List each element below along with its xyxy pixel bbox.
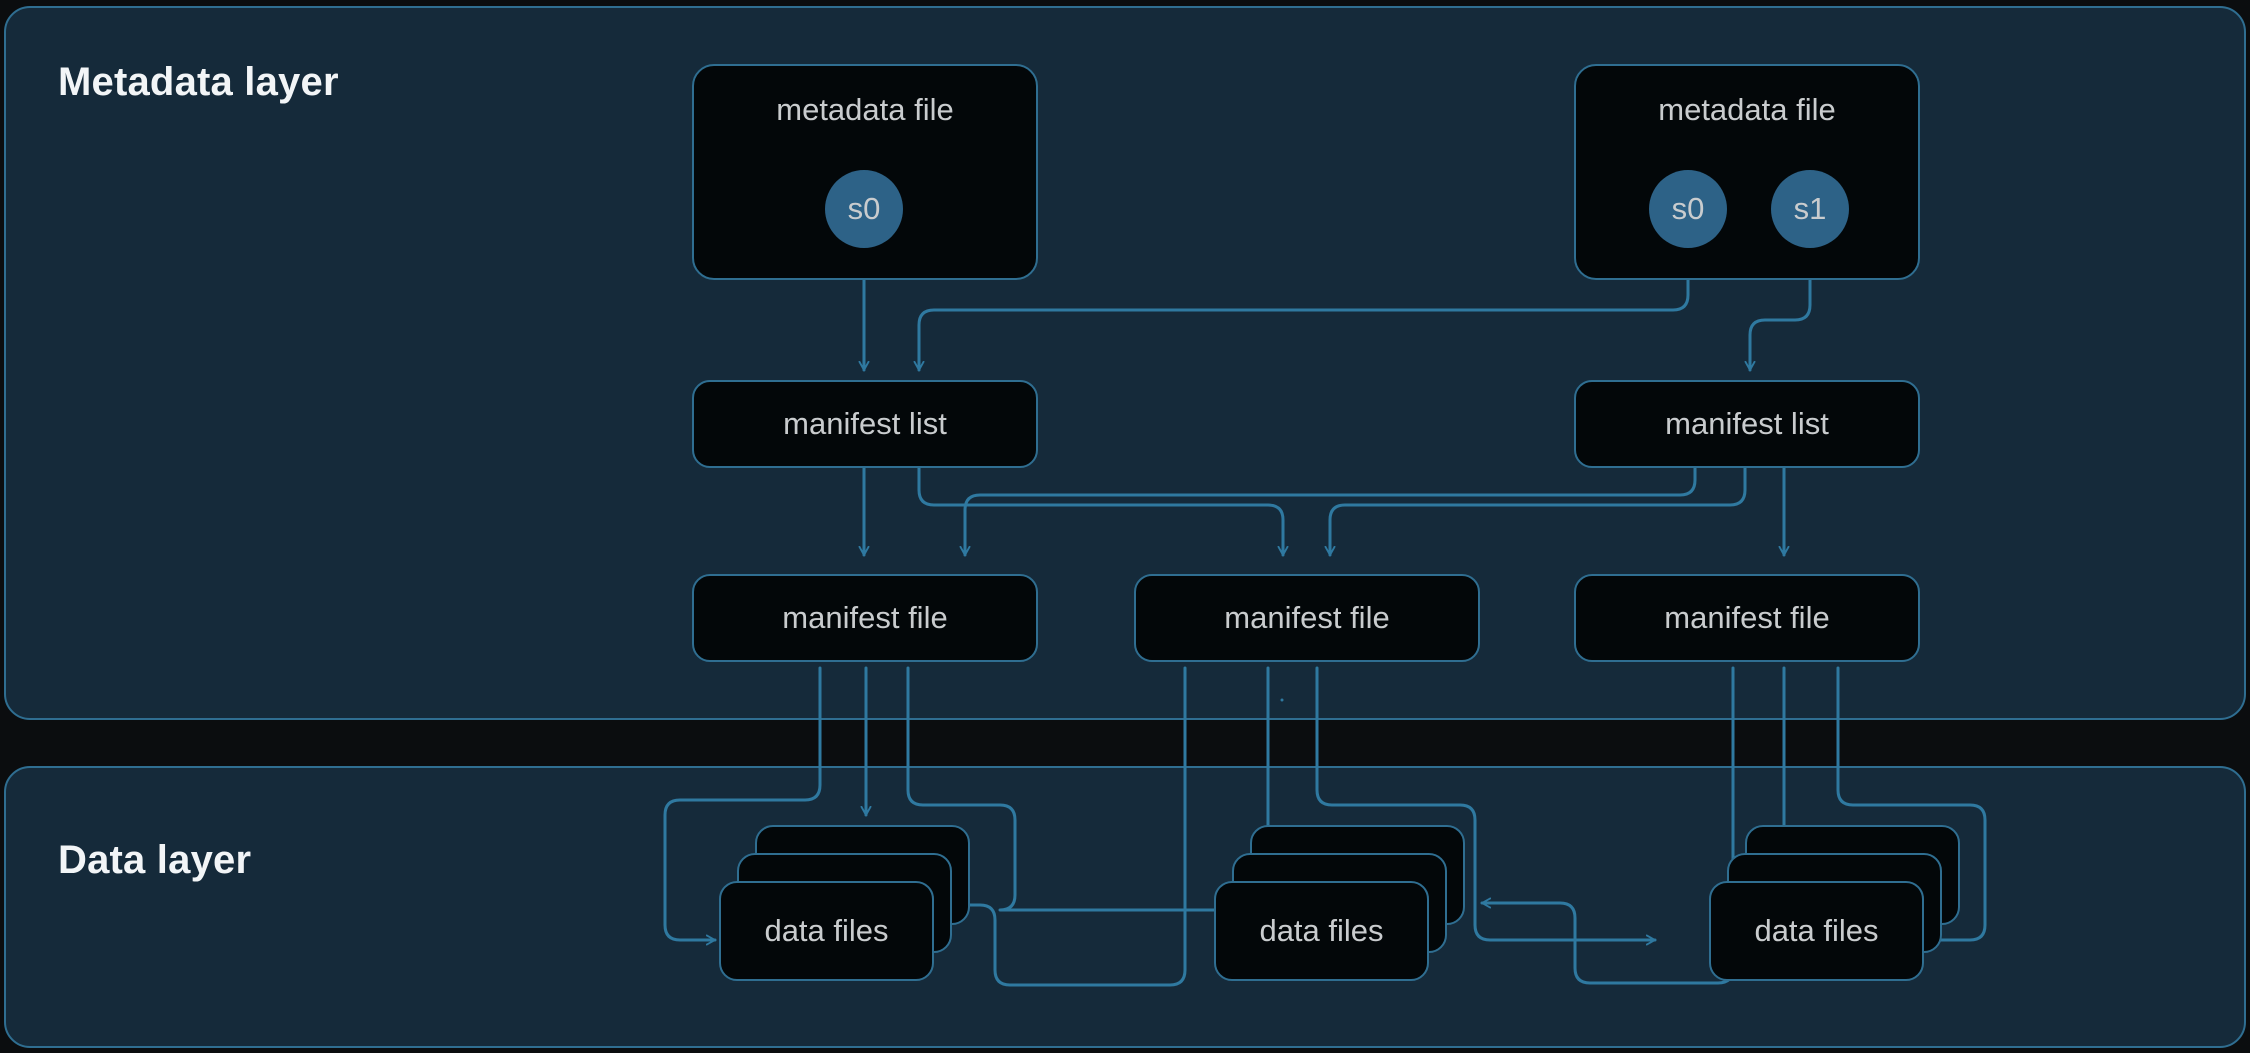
- manifest-list-left-label: manifest list: [783, 406, 947, 441]
- data-files-1-label: data files: [764, 913, 889, 948]
- manifest-file-3[interactable]: manifest file: [1574, 574, 1920, 662]
- data-files-stack-2[interactable]: data files: [1214, 825, 1465, 985]
- snapshot-s0-left[interactable]: s0: [825, 170, 903, 248]
- data-files-stack-3[interactable]: data files: [1709, 825, 1960, 985]
- snapshot-s0-left-label: s0: [847, 191, 881, 226]
- metadata-file-right[interactable]: metadata file: [1574, 64, 1920, 280]
- manifest-list-left[interactable]: manifest list: [692, 380, 1038, 468]
- data-files-2-label: data files: [1259, 913, 1384, 948]
- manifest-file-2-label: manifest file: [1224, 600, 1390, 635]
- snapshot-s0-right[interactable]: s0: [1649, 170, 1727, 248]
- data-files-sheet-front-3[interactable]: data files: [1709, 881, 1924, 981]
- metadata-layer-title: Metadata layer: [58, 60, 339, 104]
- manifest-file-1[interactable]: manifest file: [692, 574, 1038, 662]
- manifest-file-2[interactable]: manifest file: [1134, 574, 1480, 662]
- manifest-file-3-label: manifest file: [1664, 600, 1830, 635]
- manifest-file-1-label: manifest file: [782, 600, 948, 635]
- data-layer-title: Data layer: [58, 838, 252, 882]
- data-files-stack-1[interactable]: data files: [719, 825, 970, 985]
- snapshot-s1-right-label: s1: [1793, 191, 1827, 226]
- metadata-file-right-label: metadata file: [1658, 92, 1836, 127]
- metadata-file-left-label: metadata file: [776, 92, 954, 127]
- manifest-list-right-label: manifest list: [1665, 406, 1829, 441]
- snapshot-s1-right[interactable]: s1: [1771, 170, 1849, 248]
- data-files-3-label: data files: [1754, 913, 1879, 948]
- snapshot-s0-right-label: s0: [1671, 191, 1705, 226]
- data-files-sheet-front-1[interactable]: data files: [719, 881, 934, 981]
- data-files-sheet-front-2[interactable]: data files: [1214, 881, 1429, 981]
- manifest-list-right[interactable]: manifest list: [1574, 380, 1920, 468]
